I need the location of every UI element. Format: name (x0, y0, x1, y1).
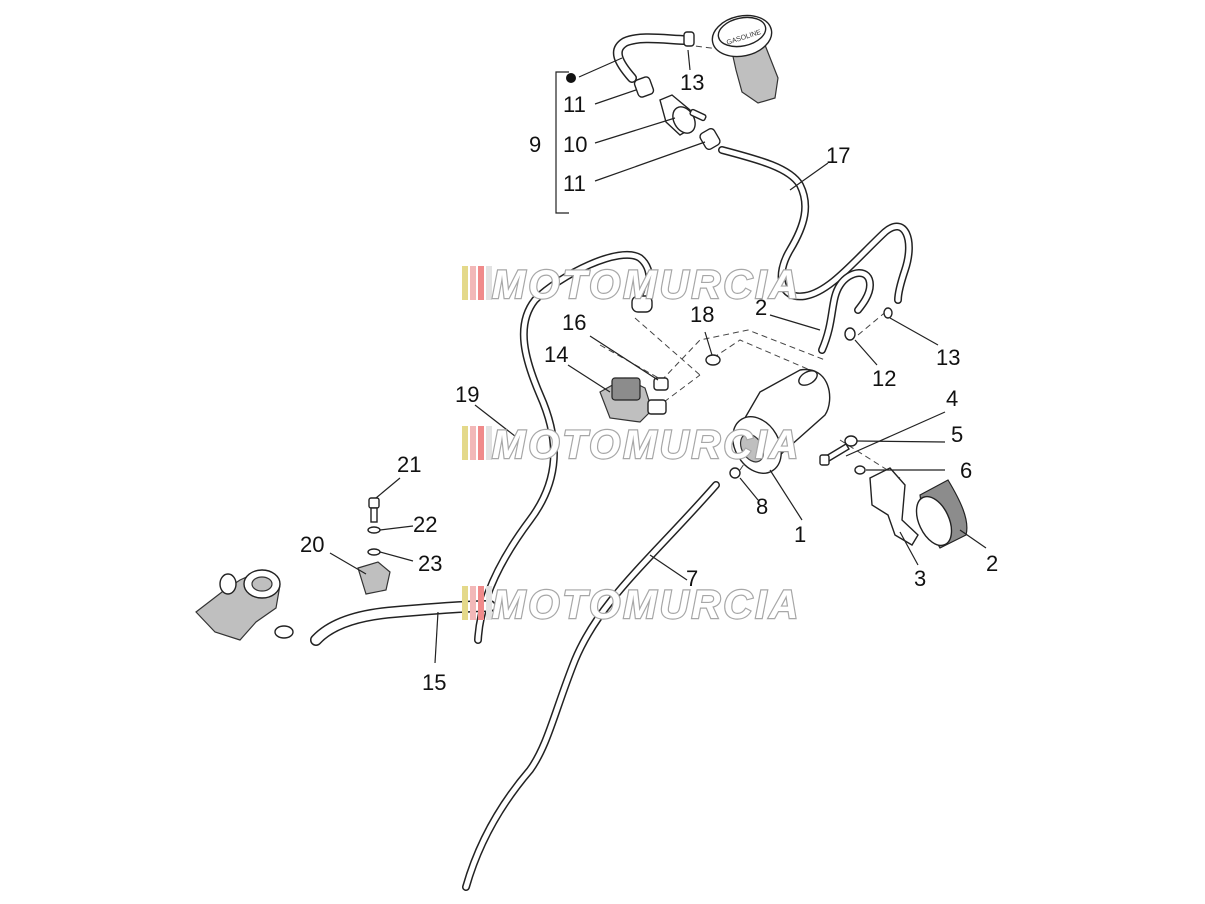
callout-1: 1 (794, 522, 806, 547)
hose-17 (718, 146, 913, 304)
bracket-3 (869, 467, 919, 546)
callout-7: 7 (686, 566, 698, 591)
hose-9-top (612, 33, 691, 83)
callout-12: 12 (872, 366, 896, 391)
callouts: 13 11 9 10 11 17 2 18 16 13 14 12 19 4 5… (300, 70, 998, 695)
callout-3: 3 (914, 566, 926, 591)
callout-20: 20 (300, 532, 324, 557)
hose-7 (462, 481, 720, 891)
clamp-16 (653, 377, 669, 391)
callout-23: 23 (418, 551, 442, 576)
callout-16: 16 (562, 310, 586, 335)
kit-bracket-9 (555, 71, 576, 214)
fitting-11-upper (633, 76, 655, 98)
hose-stub (631, 295, 653, 313)
callout-21: 21 (397, 452, 421, 477)
watermark-1: MOTOMURCIA (462, 262, 801, 308)
fuel-filler-cap: GASOLINE (711, 14, 779, 104)
screw-4 (819, 443, 850, 466)
valve-10 (659, 94, 707, 136)
clamp-near-throttle (274, 625, 294, 639)
screw-21 (368, 497, 380, 523)
watermark-3: MOTOMURCIA (462, 582, 801, 628)
clip-20 (357, 561, 391, 595)
hose-19 (474, 250, 654, 644)
callout-13-right: 13 (936, 345, 960, 370)
oring-12 (844, 327, 856, 341)
callout-11-lower: 11 (563, 171, 586, 196)
leader-lines (329, 49, 987, 664)
washer-23 (367, 548, 381, 556)
callout-5: 5 (951, 422, 963, 447)
callout-15: 15 (422, 670, 446, 695)
fitting-11-lower (699, 127, 721, 151)
watermark-text: MOTOMURCIA (492, 423, 801, 467)
watermark-text: MOTOMURCIA (492, 263, 801, 307)
callout-9: 9 (529, 132, 541, 157)
callout-2-upper: 2 (755, 295, 767, 320)
throttle-body (195, 569, 281, 641)
callout-13-top: 13 (680, 70, 704, 95)
oring-13 (883, 307, 893, 319)
carbon-canister-1 (732, 368, 831, 474)
callout-14: 14 (544, 342, 568, 367)
washer-5 (844, 435, 858, 447)
callout-6: 6 (960, 458, 972, 483)
callout-8: 8 (756, 494, 768, 519)
oring-8 (729, 467, 741, 479)
callout-11-upper: 11 (563, 92, 586, 117)
callout-4: 4 (946, 386, 958, 411)
washer-22 (367, 526, 381, 534)
callout-2-lower: 2 (986, 551, 998, 576)
callout-22: 22 (413, 512, 437, 537)
purge-valve-14 (599, 377, 667, 423)
callout-18: 18 (690, 302, 714, 327)
hose-2-upper (818, 269, 874, 354)
watermark-text: MOTOMURCIA (492, 583, 801, 627)
watermark-2: MOTOMURCIA (462, 422, 801, 468)
kit-dot (566, 73, 576, 83)
callout-19: 19 (455, 382, 479, 407)
hose-15 (310, 600, 496, 646)
hoses (310, 33, 913, 891)
strap-2 (915, 479, 968, 549)
callout-17: 17 (826, 143, 850, 168)
clamp-18 (705, 354, 721, 366)
callout-10: 10 (563, 132, 587, 157)
clip-13-top (683, 31, 695, 47)
washer-6 (854, 465, 866, 475)
